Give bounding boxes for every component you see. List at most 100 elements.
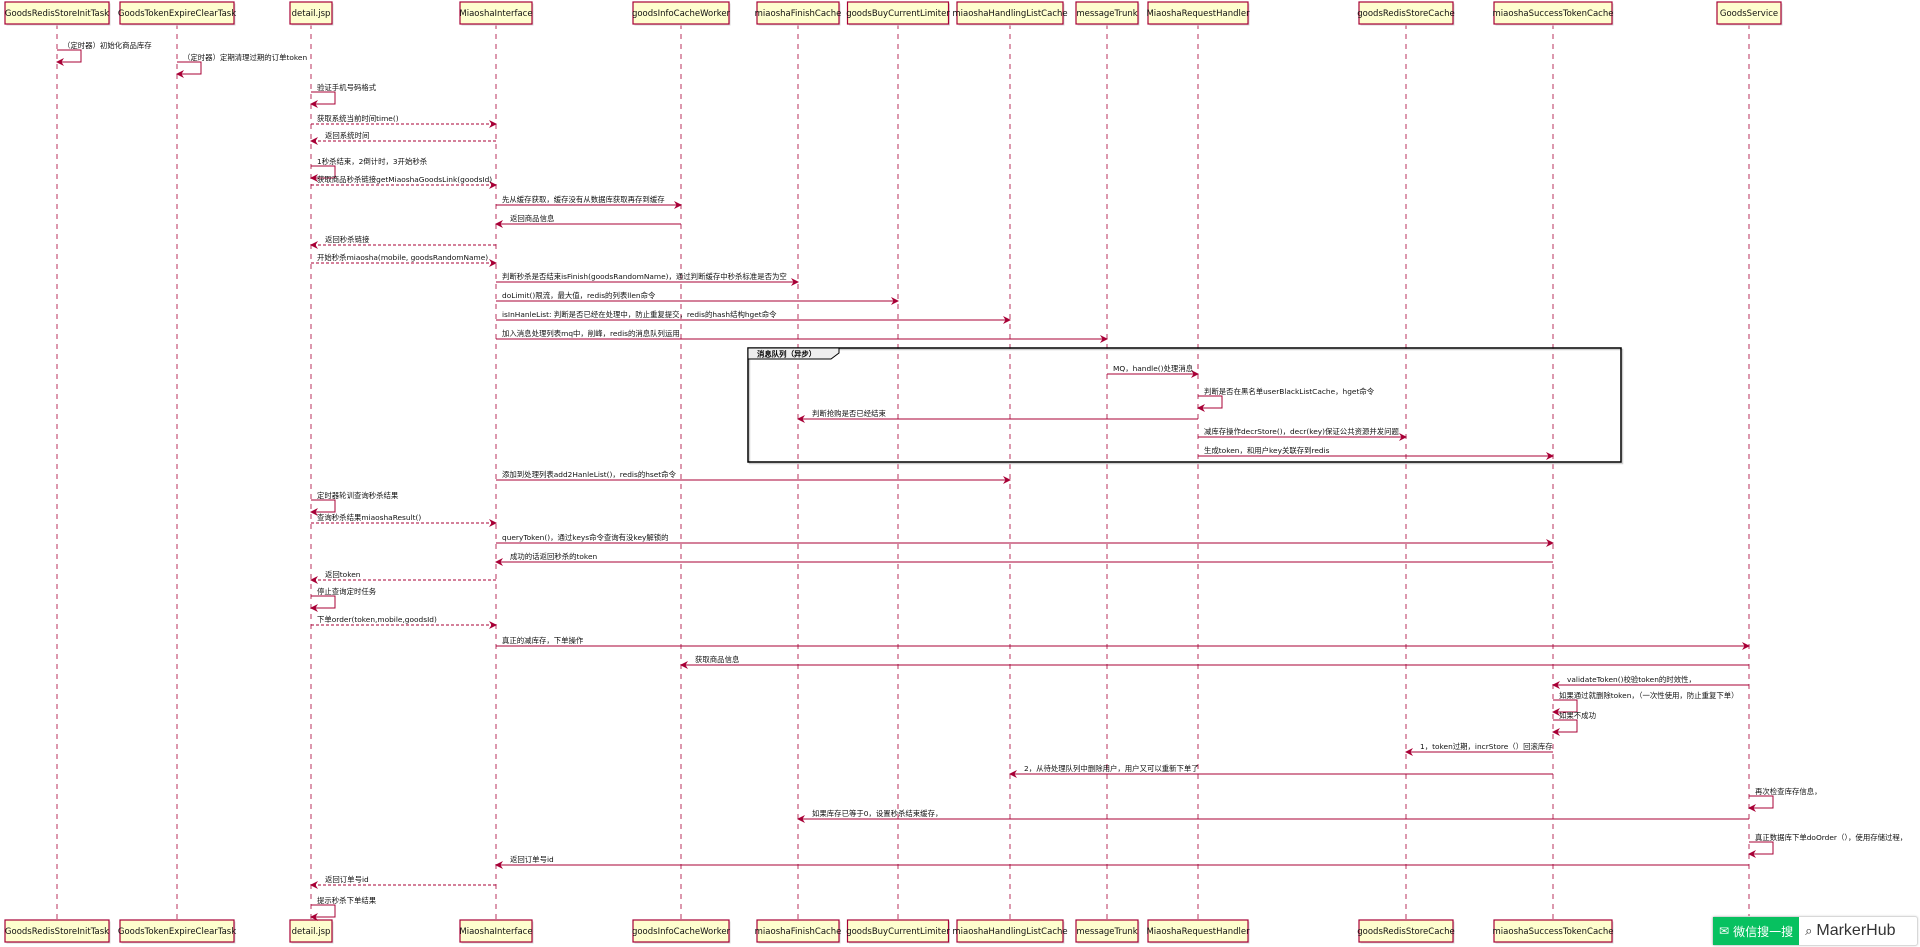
bottom-participant-box: [1358, 919, 1454, 943]
message-label: 生成token，和用户key关联存到redis: [1204, 446, 1330, 455]
message-label: 返回商品信息: [510, 214, 554, 223]
top-participant-label: GoodsService: [1720, 9, 1778, 19]
bottom-participant-label: messageTrunk: [1076, 927, 1137, 937]
message-label: validateToken()校验token的时效性，: [1567, 675, 1696, 684]
bottom-participant-4: goodsInfoCacheWorker: [632, 919, 731, 944]
wechat-icon: ✉: [1719, 924, 1730, 938]
watermark: ✉ 微信搜一搜 ⌕ MarkerHub: [1712, 916, 1918, 946]
top-participant-label: miaoshaFinishCache: [755, 9, 842, 19]
bottom-participant-box: [846, 919, 950, 943]
bottom-participant-8: messageTrunk: [1075, 919, 1140, 944]
message-18: 减库存操作decrStore()，decr(key)保证公共资源并发问题: [1198, 427, 1407, 441]
message-label: 判断秒杀是否结束isFinish(goodsRandomName)，通过判断缓存…: [502, 272, 787, 281]
bottom-participant-label: miaoshaSuccessTokenCache: [1493, 927, 1614, 937]
message-label: 成功的话返回秒杀的token: [510, 552, 597, 561]
message-label: 停止查询定时任务: [317, 587, 377, 596]
message-26: 停止查询定时任务: [310, 587, 377, 612]
self-message-arrow: [1748, 795, 1774, 812]
bottom-participant-box: [756, 919, 840, 943]
bottom-participant-label: GoodsTokenExpireClearTask: [118, 927, 236, 937]
bottom-participant-label: goodsRedisStoreCache: [1357, 927, 1454, 937]
message-label: 减库存操作decrStore()，decr(key)保证公共资源并发问题: [1204, 427, 1400, 436]
message-label: 真正的减库存，下单操作: [502, 636, 584, 645]
bottom-participant-box: [1075, 919, 1139, 943]
top-participant-6: goodsBuyCurrentLimiter: [846, 1, 950, 26]
message-label: 加入消息处理列表mq中，削峰，redis的消息队列运用: [502, 329, 680, 338]
bottom-participant-9: MiaoshaRequestHandler: [1146, 919, 1250, 944]
top-participant-label: MiaoshaRequestHandler: [1146, 9, 1250, 19]
message-6: 获取商品秒杀链接getMiaoshaGoodsLink(goodsId): [311, 175, 497, 189]
message-34: 2，从待处理队列中删除用户，用户又可以重新下单了: [1009, 764, 1553, 778]
top-participant-7: miaoshaHandlingListCache: [952, 1, 1068, 26]
message-39: 返回订单号id: [310, 875, 496, 889]
bottom-participant-label: detail.jsp: [292, 927, 331, 937]
self-message-arrow: [310, 904, 336, 921]
bottom-participant-label: goodsInfoCacheWorker: [632, 927, 731, 937]
bottom-participant-label: GoodsRedisStoreInitTask: [5, 927, 109, 937]
top-participant-box: [1147, 1, 1249, 25]
top-participant-3: MiaoshaInterface: [459, 1, 534, 26]
bottom-participant-label: goodsBuyCurrentLimiter: [846, 927, 950, 937]
message-label: 验证手机号码格式: [317, 83, 377, 92]
top-participant-box: [1493, 1, 1613, 25]
message-12: doLimit()限流，最大值，redis的列表llen命令: [496, 291, 899, 305]
message-27: 下单order(token,mobile,goodsId): [311, 615, 497, 629]
self-message-arrow: [176, 61, 202, 78]
message-24: 成功的话返回秒杀的token: [495, 552, 1553, 566]
self-message-arrow: [56, 49, 82, 66]
message-label: 获取商品信息: [695, 655, 739, 664]
message-32: 如果不成功: [1552, 711, 1596, 736]
self-message-arrow: [310, 499, 336, 516]
bottom-participant-label: MiaoshaInterface: [459, 927, 532, 937]
bottom-participant-box: [1493, 919, 1613, 943]
bottom-participant-box: [459, 919, 533, 943]
message-7: 先从缓存获取，缓存没有从数据库获取再存到缓存: [496, 195, 682, 209]
search-icon: ⌕: [1805, 923, 1813, 938]
top-participant-label: GoodsRedisStoreInitTask: [5, 9, 109, 19]
message-31: 如果通过就删除token，（一次性使用，防止重复下单）: [1552, 691, 1739, 716]
message-label: 再次检查库存信息，: [1755, 787, 1822, 796]
bottom-participant-10: goodsRedisStoreCache: [1357, 919, 1455, 944]
top-participant-box: [846, 1, 950, 25]
message-label: 先从缓存获取，缓存没有从数据库获取再存到缓存: [502, 195, 665, 204]
message-15: MQ，handle()处理消息: [1107, 364, 1199, 378]
messages: （定时器）初始化商品库存（定时器）定期清理过期的订单token验证手机号码格式获…: [56, 41, 1907, 921]
top-participant-box: [289, 1, 333, 25]
bottom-participant-11: miaoshaSuccessTokenCache: [1493, 919, 1614, 944]
message-36: 如果库存已等于0，设置秒杀结束缓存，: [797, 809, 1749, 823]
bottom-participant-2: detail.jsp: [289, 919, 334, 944]
message-33: 1，token过期，incrStore（）回滚库存: [1405, 742, 1553, 756]
message-label: （定时器）定期清理过期的订单token: [183, 53, 307, 62]
async-fragment: 消息队列（异步）: [747, 347, 1624, 465]
message-22: 查询秒杀结果miaoshaResult(): [311, 513, 497, 527]
bottom-participant-box: [119, 919, 235, 943]
message-label: 判断是否在黑名单userBlackListCache，hget命令: [1204, 387, 1375, 396]
participants-bottom: GoodsRedisStoreInitTask GoodsTokenExpireC…: [4, 919, 1783, 944]
message-29: 获取商品信息: [680, 655, 1749, 669]
message-28: 真正的减库存，下单操作: [496, 636, 1750, 650]
message-label: 提示秒杀下单结果: [317, 896, 377, 905]
self-message-arrow: [310, 91, 336, 108]
message-37: 真正数据库下单doOrder（），使用存储过程，: [1748, 833, 1907, 858]
top-participant-box: [459, 1, 533, 25]
top-participant-12: GoodsService: [1716, 1, 1783, 26]
message-1: （定时器）定期清理过期的订单token: [176, 53, 307, 78]
watermark-brand: ⌕ MarkerHub: [1799, 922, 1901, 940]
message-40: 提示秒杀下单结果: [310, 896, 377, 921]
top-participant-5: miaoshaFinishCache: [755, 1, 842, 26]
message-35: 再次检查库存信息，: [1748, 787, 1822, 812]
message-11: 判断秒杀是否结束isFinish(goodsRandomName)，通过判断缓存…: [496, 272, 799, 286]
fragment-frame: [747, 347, 1622, 463]
message-label: 查询秒杀结果miaoshaResult(): [317, 513, 421, 522]
top-participant-2: detail.jsp: [289, 1, 334, 26]
watermark-left-text: 微信搜一搜: [1733, 924, 1794, 939]
message-label: 定时器轮训查询秒杀结果: [317, 491, 399, 500]
message-4: 返回系统时间: [310, 131, 496, 145]
top-participant-box: [956, 1, 1064, 25]
top-participant-label: goodsInfoCacheWorker: [632, 9, 731, 19]
message-2: 验证手机号码格式: [310, 83, 377, 108]
top-participant-box: [1716, 1, 1782, 25]
message-label: 下单order(token,mobile,goodsId): [317, 615, 437, 624]
top-participant-label: miaoshaSuccessTokenCache: [1493, 9, 1614, 19]
